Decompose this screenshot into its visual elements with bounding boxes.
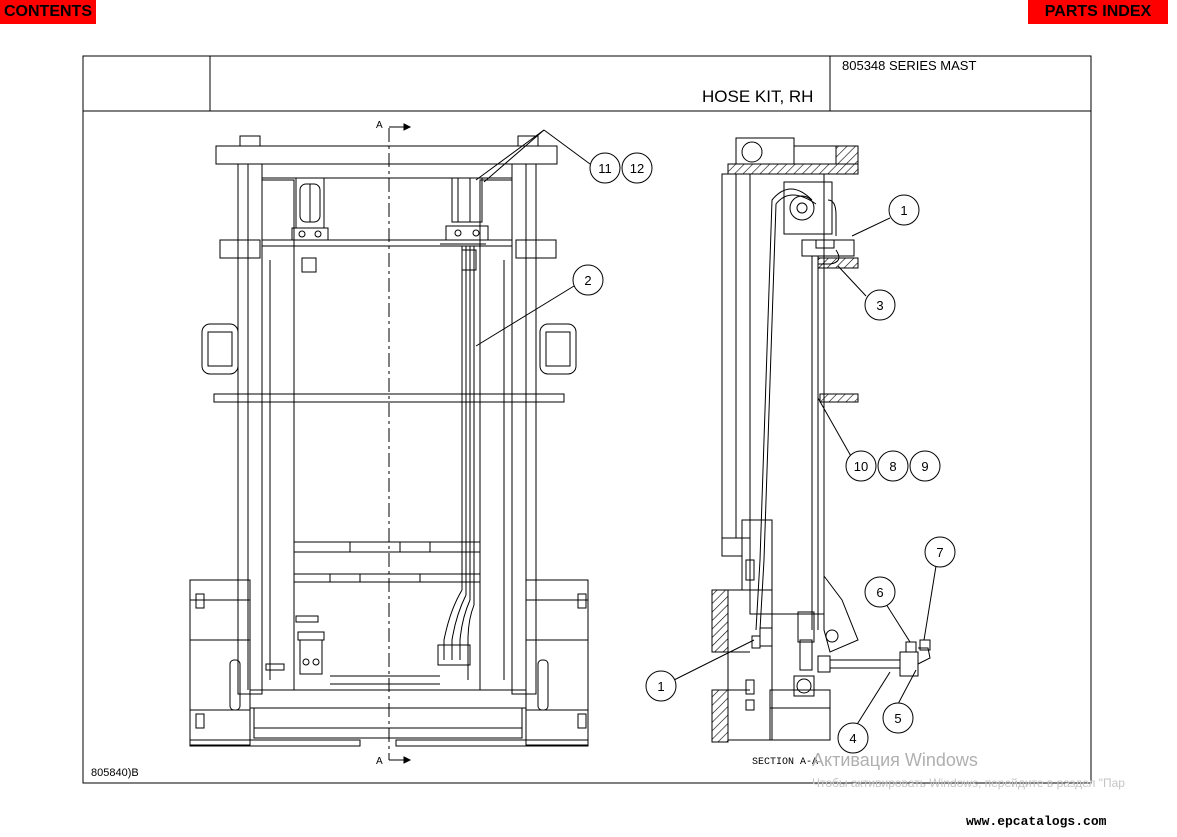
section-label: SECTION A-A [752,757,818,768]
website-footer: www.epcatalogs.com [966,814,1107,829]
callout-2-label: 2 [584,273,591,288]
callout-12-label: 12 [630,161,644,176]
callout-10-label: 10 [854,459,868,474]
series-label: 805348 SERIES MAST [842,58,976,73]
callout-11: 11 [589,152,621,184]
activation-watermark-title: Активация Windows [812,750,978,770]
callout-9-label: 9 [921,459,928,474]
callout-9: 9 [909,450,941,482]
callout-1-top: 1 [888,194,920,226]
callout-1-top-label: 1 [900,203,907,218]
activation-watermark-text: Чтобы активировать Windows, перейдите в … [812,776,1125,790]
callout-4: 4 [837,722,869,754]
leader-lines [475,129,937,727]
callout-6-label: 6 [876,585,883,600]
callout-1-bottom-label: 1 [657,679,664,694]
drawing-number: 805840)B [91,767,139,779]
callout-7-label: 7 [936,545,943,560]
callout-8-label: 8 [889,459,896,474]
mast-front-view [189,123,589,764]
callout-3-label: 3 [876,298,883,313]
callout-10: 10 [845,450,877,482]
drawing-border [82,55,1092,784]
callout-8: 8 [877,450,909,482]
callout-4-label: 4 [849,731,856,746]
parts-index-button[interactable]: PARTS INDEX [1028,0,1168,24]
callout-5-label: 5 [894,711,901,726]
drawing-title: HOSE KIT, RH [702,87,813,106]
callout-1-bottom: 1 [645,670,677,702]
callout-7: 7 [924,536,956,568]
section-marker-top: A [376,120,383,131]
callout-6: 6 [864,576,896,608]
callout-3: 3 [864,289,896,321]
callout-11-label: 11 [598,161,612,176]
section-marker-bottom: A [376,756,383,767]
callout-12: 12 [621,152,653,184]
callout-5: 5 [882,702,914,734]
callout-2: 2 [572,264,604,296]
mast-side-section [711,137,931,743]
contents-button[interactable]: CONTENTS [0,0,96,24]
